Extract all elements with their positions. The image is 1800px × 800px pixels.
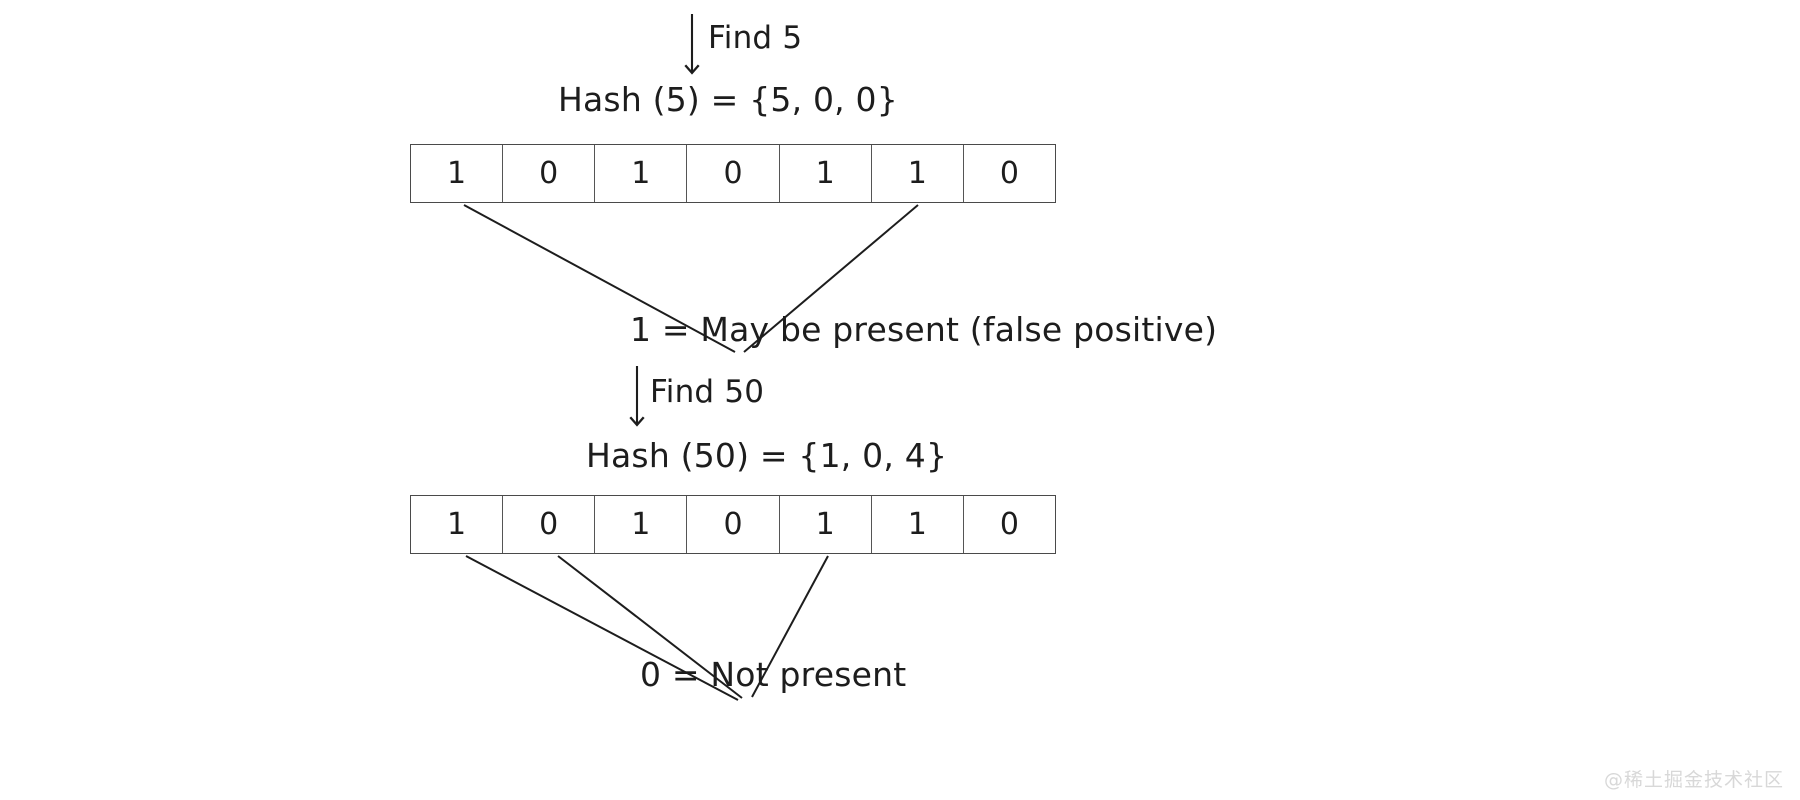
bit-cell: 1 xyxy=(595,496,688,553)
find-50-label: Find 50 xyxy=(650,374,765,410)
bit-array-bottom: 1 0 1 0 1 1 0 xyxy=(410,495,1056,554)
watermark: @稀土掘金技术社区 xyxy=(1603,769,1784,791)
bit-cell: 0 xyxy=(503,496,596,553)
bit-cell: 0 xyxy=(687,496,780,553)
conclusion-may-be-present: 1 = May be present (false positive) xyxy=(630,310,1218,349)
find-5-label: Find 5 xyxy=(708,20,803,56)
bit-cell: 0 xyxy=(687,145,780,202)
bit-cell: 1 xyxy=(872,145,964,202)
bit-cell: 0 xyxy=(503,145,596,202)
bit-cell: 0 xyxy=(999,506,1019,542)
conclusion-not-present: 0 = Not present xyxy=(640,655,907,694)
bit-array-top: 1 0 1 0 1 1 0 xyxy=(410,144,1056,203)
bit-cell: 1 xyxy=(595,145,688,202)
bit-cell: 1 xyxy=(872,496,964,553)
bit-cell: 1 xyxy=(411,145,504,202)
hash-50-label: Hash (50) = {1, 0, 4} xyxy=(586,436,948,475)
bit-cell: 0 xyxy=(999,155,1019,191)
hash-5-label: Hash (5) = {5, 0, 0} xyxy=(558,80,898,119)
bit-cell: 1 xyxy=(780,145,872,202)
bit-cell: 1 xyxy=(780,496,872,553)
bit-cell: 1 xyxy=(411,496,504,553)
